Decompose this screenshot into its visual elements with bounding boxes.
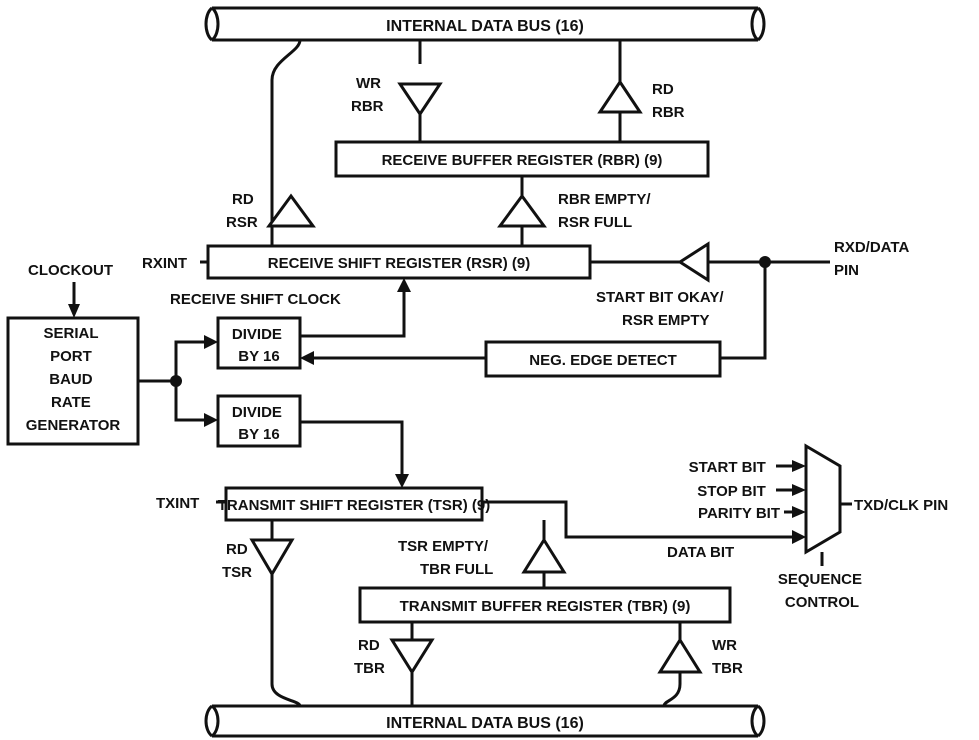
bottom-bus-label: INTERNAL DATA BUS (16) <box>386 715 584 732</box>
divide-tx-arrowhead <box>204 413 218 427</box>
rbr-empty-label: RBR EMPTY/ RSR FULL <box>558 191 655 231</box>
start-bit-okay-label: START BIT OKAY/ RSR EMPTY <box>596 289 728 329</box>
divide-by-16-rx <box>216 316 302 370</box>
rd-tbr-label: RD TBR <box>354 637 385 677</box>
tbr-label: TRANSMIT BUFFER REGISTER (TBR) (9) <box>400 598 691 615</box>
clockout-arrowhead <box>68 304 80 318</box>
wr-rbr-buffer <box>397 82 443 117</box>
rxint-label: RXINT <box>142 255 187 272</box>
start-bit-arrowhead <box>792 460 806 472</box>
wire-baud-to-divide-tx <box>174 381 206 422</box>
rbr-label: RECEIVE BUFFER REGISTER (RBR) (9) <box>382 152 663 169</box>
rd-rsr-label: RD RSR <box>226 191 258 231</box>
data-bit-arrowhead <box>792 530 806 544</box>
rd-tsr-buffer <box>249 538 295 577</box>
neg-edge-arrowhead <box>300 351 314 365</box>
neg-edge-detect <box>484 340 722 378</box>
top-internal-data-bus: INTERNAL DATA BUS (16) <box>204 6 766 42</box>
wire-divide-to-rsr <box>300 290 406 338</box>
wire-bus-to-wr-tbr <box>662 672 682 707</box>
rd-tbr-buffer <box>389 638 435 675</box>
wire-tsr-to-mux <box>482 500 792 539</box>
tsr-label: TRANSMIT SHIFT REGISTER (TSR) (9) <box>218 497 491 514</box>
stop-bit-arrowhead <box>792 484 806 496</box>
start-bit-okay-buffer <box>677 241 710 283</box>
divide-rx-label: DIVIDE BY 16 <box>232 326 286 365</box>
divide-tx-label: DIVIDE BY 16 <box>232 404 286 443</box>
rd-rbr-label: RD RBR <box>652 81 685 121</box>
tsr-empty-buffer <box>521 537 567 574</box>
bottom-internal-data-bus: INTERNAL DATA BUS (16) <box>204 704 766 738</box>
rd-tsr-label: RD TSR <box>222 541 252 581</box>
sequence-control-label: SEQUENCE CONTROL <box>778 571 866 611</box>
rd-rsr-buffer <box>266 193 316 228</box>
wire-bus-to-rsr <box>270 39 302 252</box>
rd-rbr-buffer <box>597 79 643 114</box>
wr-tbr-buffer <box>657 637 703 674</box>
tsr-clock-arrowhead <box>395 474 409 488</box>
clockout-label: CLOCKOUT <box>28 262 113 279</box>
mux-input-labels: START BIT STOP BIT PARITY BIT <box>689 459 780 522</box>
wire-baud-to-divide-rx <box>174 340 206 381</box>
rsr-label: RECEIVE SHIFT REGISTER (RSR) (9) <box>268 255 531 272</box>
receive-shift-clock-label: RECEIVE SHIFT CLOCK <box>170 291 341 308</box>
top-bus-label: INTERNAL DATA BUS (16) <box>386 18 584 35</box>
tsr-empty-label: TSR EMPTY/ TBR FULL <box>398 538 493 578</box>
divide-by-16-tx <box>216 394 302 448</box>
rxd-pin-label: RXD/DATA PIN <box>834 239 913 279</box>
data-bit-label: DATA BIT <box>667 544 734 561</box>
neg-edge-label: NEG. EDGE DETECT <box>529 352 677 369</box>
wire-divide-to-tsr <box>300 420 404 474</box>
baud-generator-label: SERIAL PORT BAUD RATE GENERATOR <box>26 325 121 434</box>
txint-label: TXINT <box>156 495 199 512</box>
txd-pin-label: TXD/CLK PIN <box>854 497 948 514</box>
shift-clock-arrowhead <box>397 278 411 292</box>
rbr-empty-buffer <box>497 193 547 228</box>
wr-rbr-label: WR RBR <box>351 75 385 115</box>
transmit-shift-register <box>224 486 484 522</box>
sequence-control-mux <box>804 443 842 555</box>
wire-rxd-to-neg-edge <box>720 262 767 360</box>
wire-rd-tsr-to-bus <box>270 574 302 707</box>
parity-bit-arrowhead <box>792 506 806 518</box>
divide-rx-arrowhead <box>204 335 218 349</box>
transmit-buffer-register <box>358 586 732 624</box>
wr-tbr-label: WR TBR <box>712 637 743 677</box>
receive-buffer-register <box>334 140 710 178</box>
